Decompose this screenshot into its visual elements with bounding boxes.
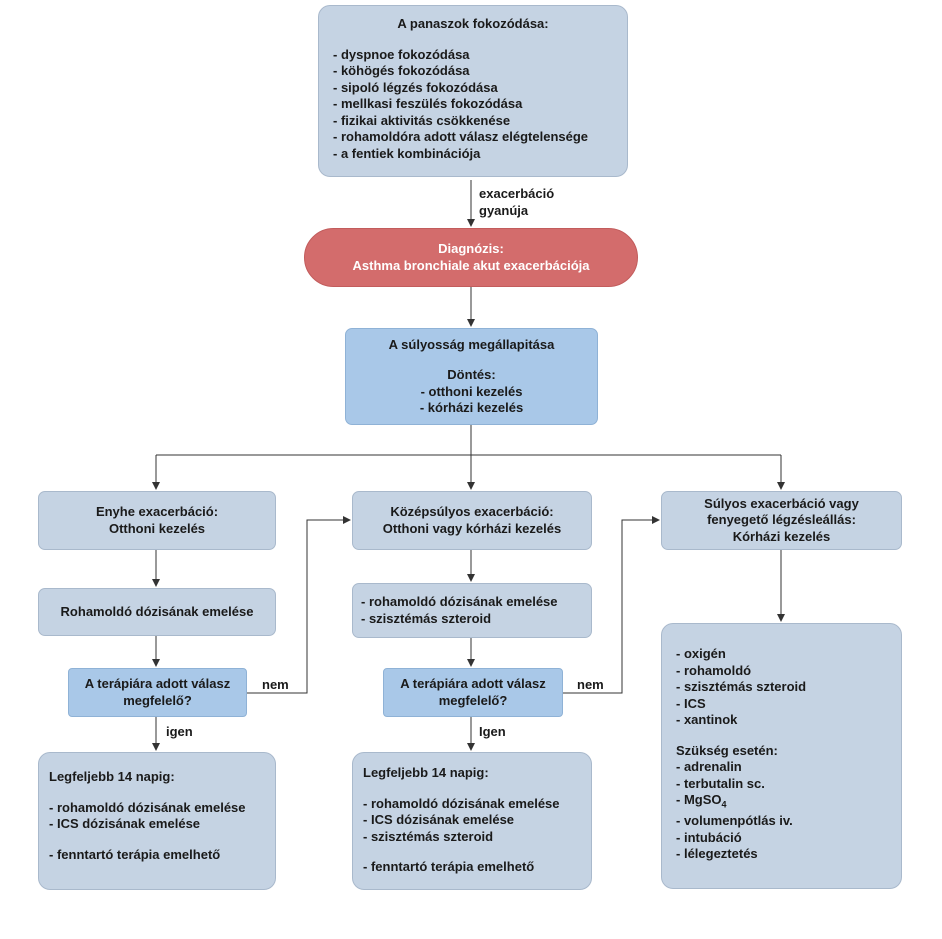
list-item: terbutalin sc. xyxy=(676,776,887,793)
moderate-exacerbation-box: Középsúlyos exacerbáció: Otthoni vagy kó… xyxy=(352,491,592,550)
moderate-result-box: Legfeljebb 14 napig: rohamoldó dózisának… xyxy=(352,752,592,890)
severe-treatment-box: oxigén rohamoldó szisztémás szteroid ICS… xyxy=(661,623,902,889)
list-item: rohamoldó dózisának emelése xyxy=(49,800,265,817)
moderate-no-label: nem xyxy=(577,677,604,692)
suspicion-label: exacerbáció gyanúja xyxy=(479,186,555,218)
list-item: szisztémás szteroid xyxy=(363,829,581,846)
complaints-list: dyspnoe fokozódása köhögés fokozódása si… xyxy=(333,47,613,163)
list-item: szisztémás szteroid xyxy=(676,679,887,696)
mild-question-line: megfelelő? xyxy=(123,692,192,708)
mild-question-line: A terápiára adott válasz xyxy=(84,676,231,691)
severity-box: A súlyosság megállapitása Döntés: - otth… xyxy=(345,328,598,425)
severity-option: - otthoni kezelés xyxy=(420,383,523,399)
list-item: dyspnoe fokozódása xyxy=(333,47,613,64)
list-item: rohamoldó dózisának emelése xyxy=(361,594,583,611)
list-item: rohamoldóra adott válasz elégtelensége xyxy=(333,129,613,146)
list-item: sipoló légzés fokozódása xyxy=(333,80,613,97)
list-item: rohamoldó dózisának emelése xyxy=(363,796,581,813)
complaints-box: A panaszok fokozódása: dyspnoe fokozódás… xyxy=(318,5,628,177)
mild-result-box: Legfeljebb 14 napig: rohamoldó dózisának… xyxy=(38,752,276,890)
mild-exacerbation-box: Enyhe exacerbáció: Otthoni kezelés xyxy=(38,491,276,550)
moderate-title-line: Középsúlyos exacerbáció: xyxy=(390,504,554,519)
diagnosis-heading: Diagnózis: xyxy=(438,241,504,256)
list-item-mgso4: MgSO4 xyxy=(676,792,887,813)
list-item: lélegeztetés xyxy=(676,846,887,863)
list-item: rohamoldó xyxy=(676,663,887,680)
severe-title-line: Súlyos exacerbáció vagy xyxy=(704,495,859,511)
list-item: a fentiek kombinációja xyxy=(333,146,613,163)
mild-title-line: Otthoni kezelés xyxy=(108,520,206,536)
arrow-moderate-no xyxy=(563,516,660,694)
severity-option: - kórházi kezelés xyxy=(419,400,524,415)
moderate-actions-list: rohamoldó dózisának emelése szisztémás s… xyxy=(361,594,583,627)
moderate-actions-box: rohamoldó dózisának emelése szisztémás s… xyxy=(352,583,592,638)
list-item: szisztémás szteroid xyxy=(361,611,583,628)
list-item: fenntartó terápia emelhető xyxy=(49,847,265,864)
severity-title: A súlyosság megállapitása xyxy=(388,336,555,352)
severe-title-line: Kórházi kezelés xyxy=(732,528,831,544)
list-item: ICS xyxy=(676,696,887,713)
moderate-result-title: Legfeljebb 14 napig: xyxy=(363,765,489,780)
list-item: ICS dózisának emelése xyxy=(363,812,581,829)
list-item: xantinok xyxy=(676,712,887,729)
mild-result-list: rohamoldó dózisának emelése ICS dózisána… xyxy=(49,800,265,833)
list-item: mellkasi feszülés fokozódása xyxy=(333,96,613,113)
mild-result-title: Legfeljebb 14 napig: xyxy=(49,769,175,784)
arrow-mild-no xyxy=(247,516,351,694)
list-item: adrenalin xyxy=(676,759,887,776)
list-item: intubáció xyxy=(676,830,887,847)
moderate-question-line: A terápiára adott válasz xyxy=(400,676,546,691)
mild-title-line: Enyhe exacerbáció: xyxy=(95,504,219,519)
moderate-question-box: A terápiára adott válasz megfelelő? xyxy=(383,668,563,717)
mild-no-label: nem xyxy=(262,677,289,692)
moderate-result-extra-list: fenntartó terápia emelhető xyxy=(363,859,581,876)
moderate-question-line: megfelelő? xyxy=(438,692,508,708)
diagnosis-text: Asthma bronchiale akut exacerbációja xyxy=(352,257,590,273)
moderate-title-line: Otthoni vagy kórházi kezelés xyxy=(382,520,562,536)
severe-if-needed-title: Szükség esetén: xyxy=(676,742,778,758)
severity-decision: Döntés: xyxy=(447,367,496,382)
list-item: oxigén xyxy=(676,646,887,663)
list-item: ICS dózisának emelése xyxy=(49,816,265,833)
diagnosis-box: Diagnózis: Asthma bronchiale akut exacer… xyxy=(304,228,638,287)
moderate-yes-label: Igen xyxy=(479,724,506,739)
list-item: volumenpótlás iv. xyxy=(676,813,887,830)
mild-question-box: A terápiára adott válasz megfelelő? xyxy=(68,668,247,717)
severe-exacerbation-box: Súlyos exacerbáció vagy fenyegető légzés… xyxy=(661,491,902,550)
severe-treatment-list: oxigén rohamoldó szisztémás szteroid ICS… xyxy=(676,646,887,729)
list-item: fenntartó terápia emelhető xyxy=(363,859,581,876)
complaints-title: A panaszok fokozódása: xyxy=(397,16,549,31)
list-item: köhögés fokozódása xyxy=(333,63,613,80)
mild-action-box: Rohamoldó dózisának emelése xyxy=(38,588,276,636)
moderate-result-list: rohamoldó dózisának emelése ICS dózisána… xyxy=(363,796,581,846)
mild-yes-label: igen xyxy=(166,724,193,739)
severe-if-needed-list: adrenalin terbutalin sc. MgSO4 volumenpó… xyxy=(676,759,887,863)
mild-result-extra-list: fenntartó terápia emelhető xyxy=(49,847,265,864)
mild-action-text: Rohamoldó dózisának emelése xyxy=(60,603,254,619)
severe-title-line: fenyegető légzésleállás: xyxy=(707,512,856,528)
list-item: fizikai aktivitás csökkenése xyxy=(333,113,613,130)
